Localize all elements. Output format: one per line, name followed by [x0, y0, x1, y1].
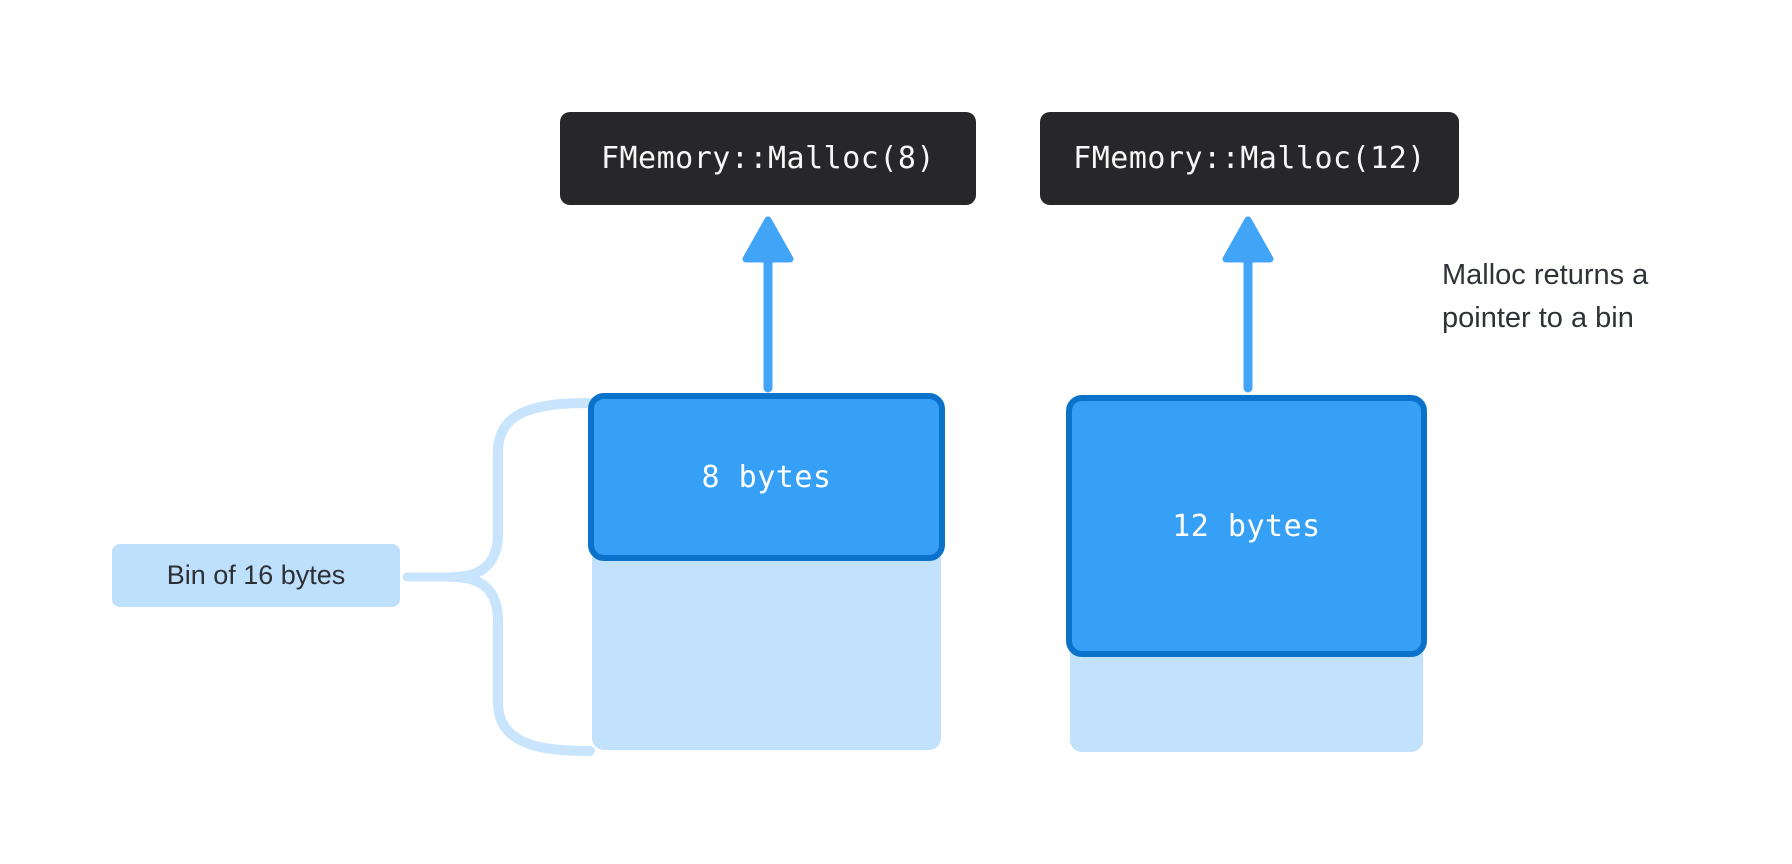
annotation-line-1: Malloc returns a [1442, 259, 1649, 291]
up-arrow-icon-left [742, 216, 794, 393]
up-arrow-icon-right [1222, 216, 1274, 393]
bin-right-16-bytes: 12 bytes [1066, 395, 1427, 752]
allocated-block-12-label: 12 bytes [1172, 508, 1321, 544]
malloc-annotation: Malloc returns a pointer to a bin [1442, 254, 1648, 340]
malloc-call-box-12: FMemory::Malloc(12) [1040, 112, 1459, 205]
allocated-block-8-label: 8 bytes [701, 459, 832, 495]
curly-brace-icon [402, 398, 595, 756]
bin-left-16-bytes: 8 bytes [588, 393, 945, 750]
malloc-call-box-8: FMemory::Malloc(8) [560, 112, 976, 205]
malloc-call-label-12: FMemory::Malloc(12) [1073, 141, 1426, 176]
bin-size-label-text: Bin of 16 bytes [166, 560, 346, 590]
free-space-left [592, 557, 941, 750]
bin-size-label: Bin of 16 bytes [112, 544, 400, 607]
malloc-call-label-8: FMemory::Malloc(8) [600, 141, 936, 176]
allocated-block-12: 12 bytes [1066, 395, 1427, 657]
annotation-line-2: pointer to a bin [1442, 302, 1634, 334]
allocated-block-8: 8 bytes [588, 393, 945, 561]
free-space-right [1070, 653, 1423, 752]
